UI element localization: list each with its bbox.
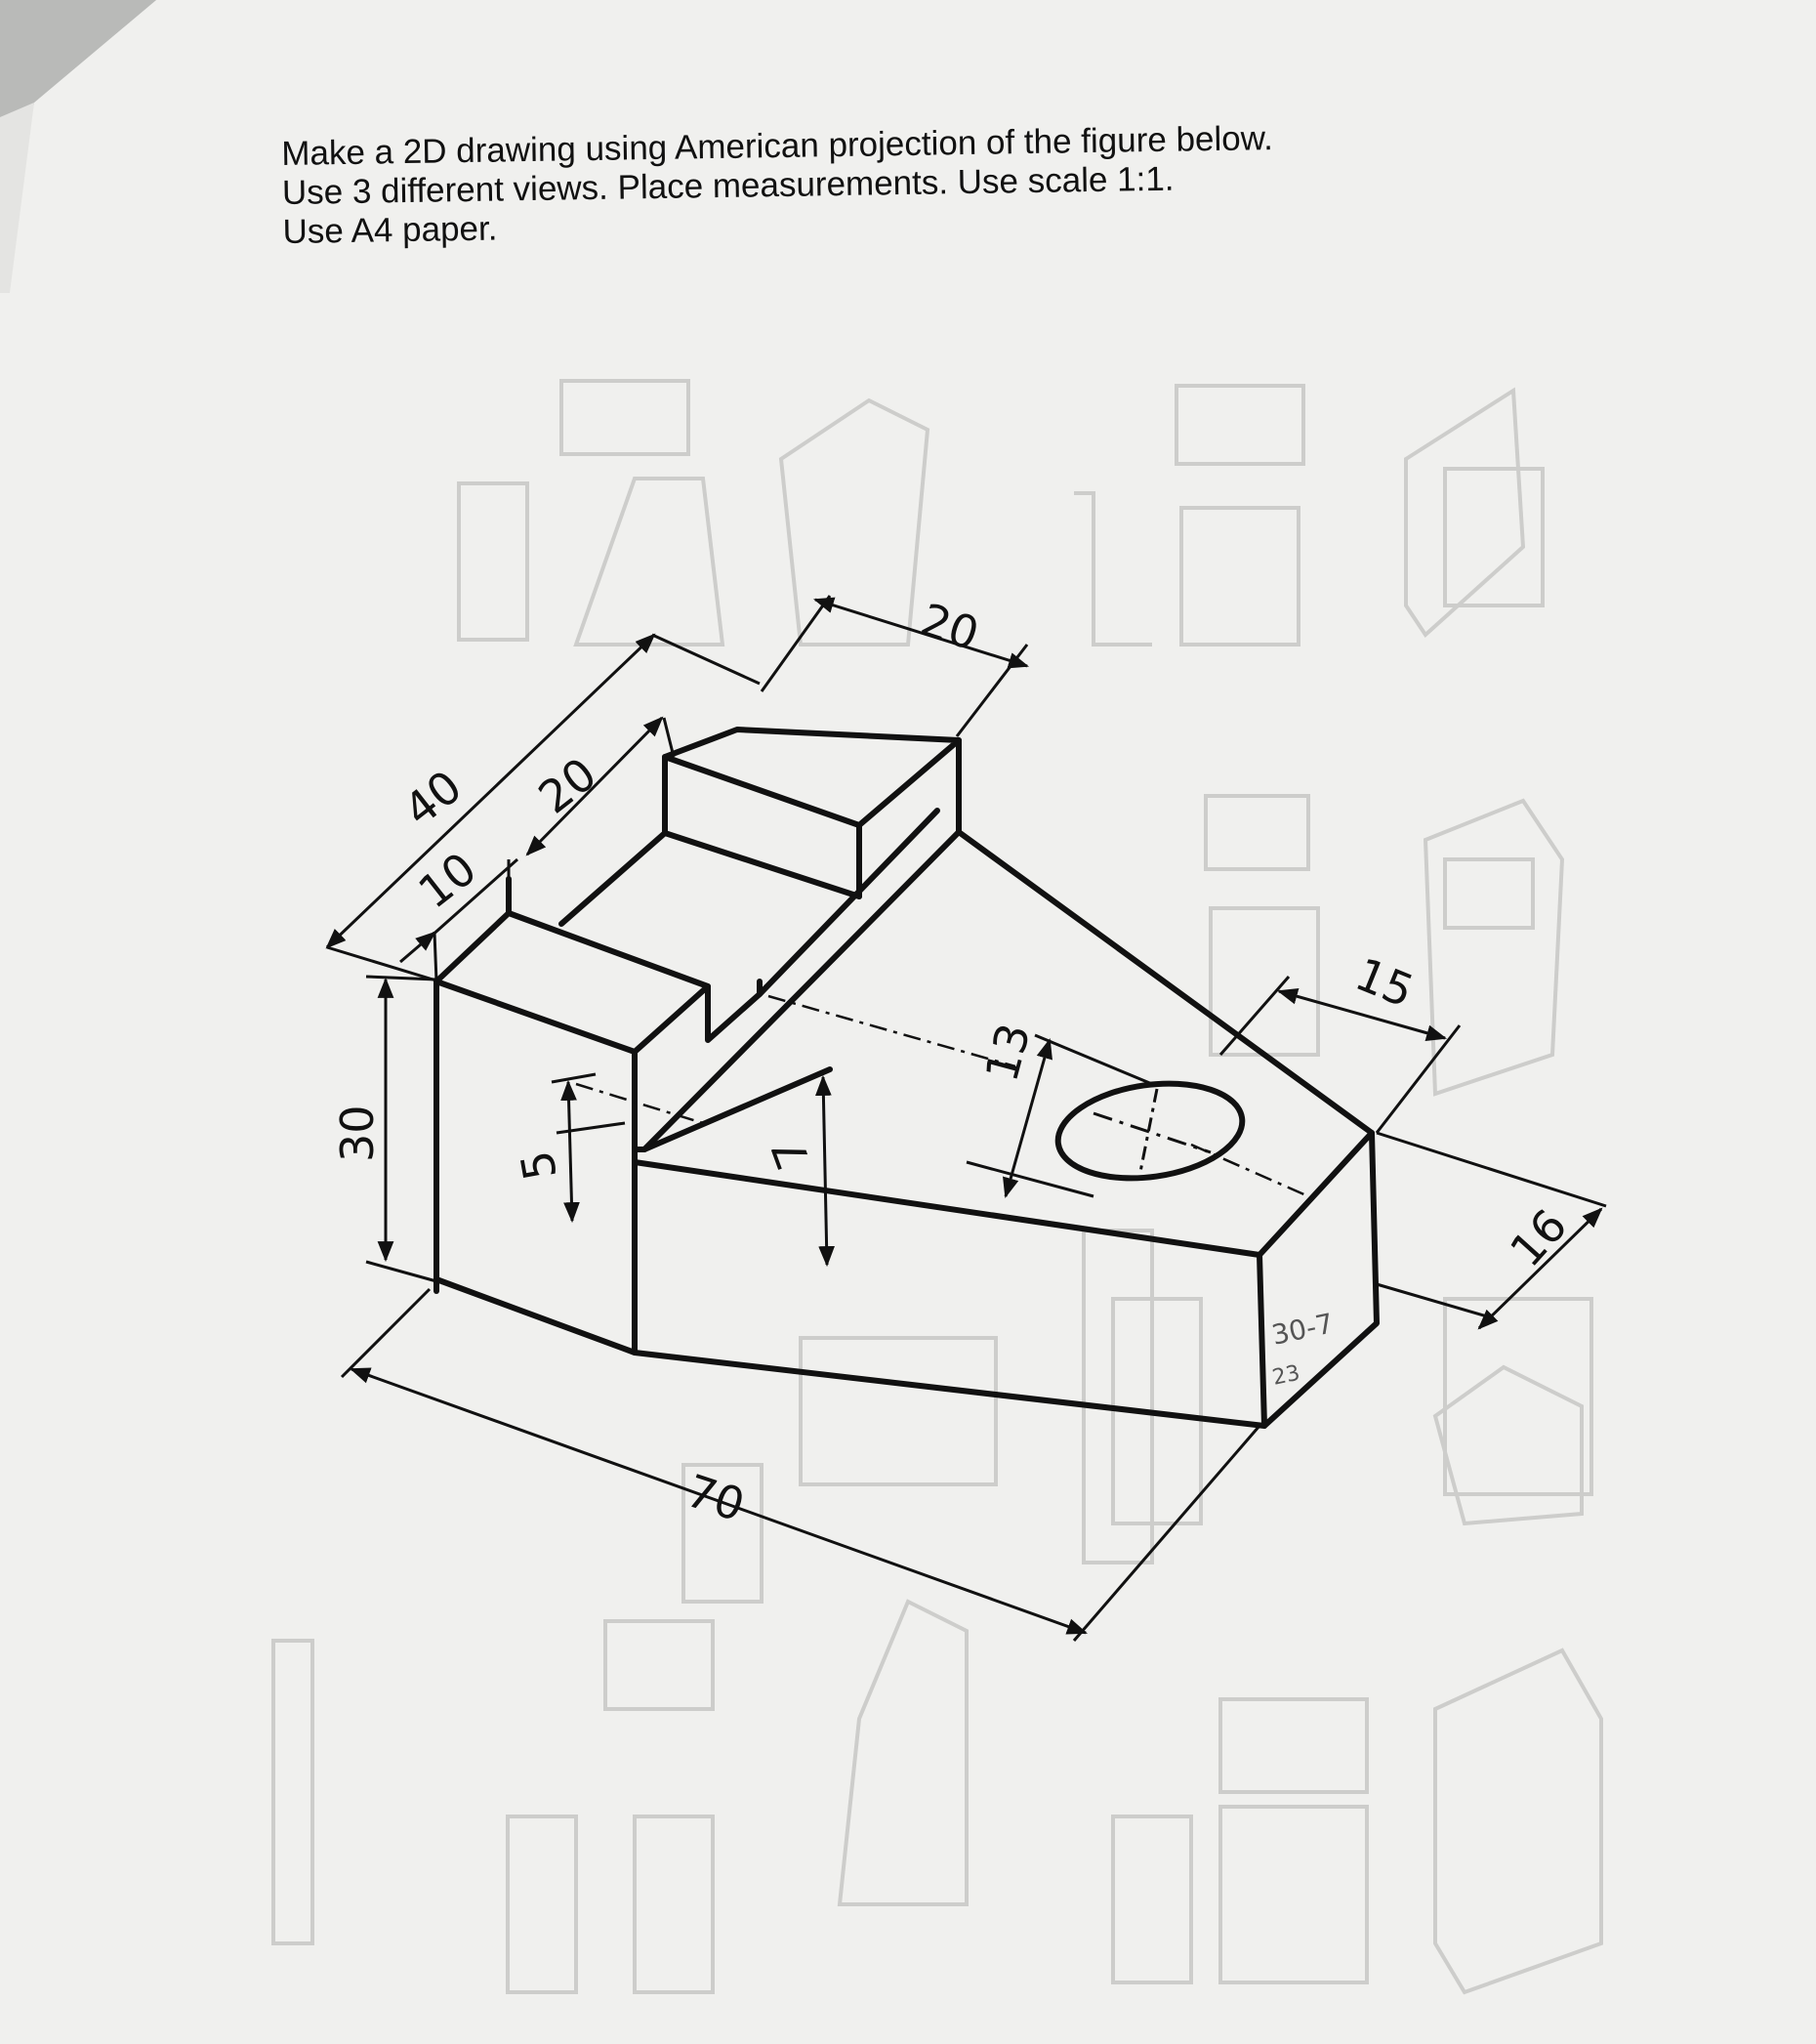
dim-label-hole-diameter: 13 xyxy=(974,1018,1040,1087)
dim-label-step-offset: 10 xyxy=(409,842,486,919)
center-lines xyxy=(575,994,1309,1198)
dim-label-slot-depth: 5 xyxy=(511,1147,567,1184)
dimension-lines xyxy=(325,595,1607,1642)
dim-label-length-total: 70 xyxy=(681,1464,751,1531)
dim-label-end-width: 16 xyxy=(1500,1199,1577,1277)
dim-label-height-total: 30 xyxy=(331,1105,384,1162)
dim-label-depth-total: 40 xyxy=(394,760,472,837)
handwritten-note-line-1: 30-7 xyxy=(1269,1307,1337,1351)
dim-label-step-depth: 20 xyxy=(529,747,606,824)
dim-label-hole-offset: 15 xyxy=(1348,947,1422,1018)
handwritten-note-line-2: 23 xyxy=(1270,1361,1302,1391)
hole-circle xyxy=(1054,1080,1246,1182)
dim-label-slot-height: 7 xyxy=(762,1132,821,1177)
